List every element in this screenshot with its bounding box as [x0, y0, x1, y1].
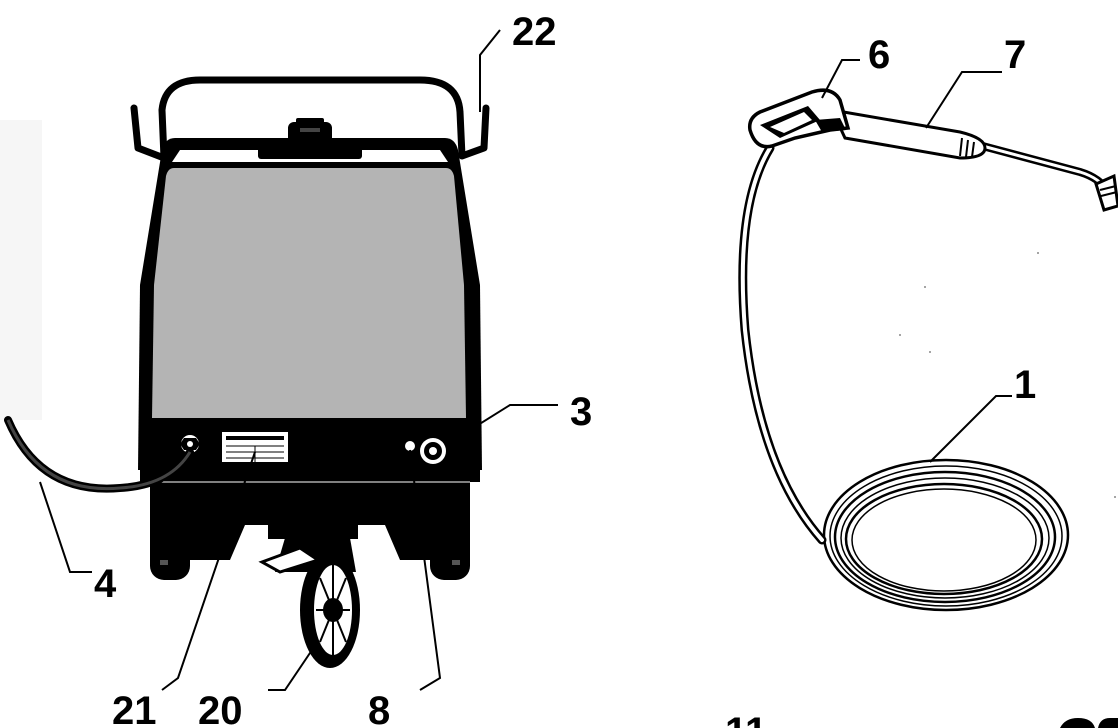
cut-off-callout-fragment: [1060, 718, 1118, 728]
svg-text:1: 1: [1014, 363, 1036, 407]
callout-7: 7: [925, 33, 1026, 129]
callout-21: 21: [112, 451, 256, 728]
callout-22: 22: [479, 10, 557, 112]
lance-nozzle: [1094, 173, 1118, 212]
svg-text:11: 11: [725, 710, 767, 728]
svg-text:8: 8: [368, 689, 390, 728]
print-speckles: [899, 252, 1116, 498]
callout-11: 11: [725, 710, 767, 728]
svg-text:7: 7: [1004, 33, 1026, 77]
trigger: [815, 118, 846, 132]
push-handle: [130, 76, 490, 162]
callout-1: 1: [929, 363, 1036, 463]
lance-grip: [829, 108, 987, 160]
spray-gun-assembly: [738, 88, 1118, 612]
svg-text:4: 4: [94, 562, 117, 606]
callout-4: 4: [39, 481, 117, 606]
callout-6: 6: [821, 33, 890, 99]
svg-text:21: 21: [112, 689, 157, 728]
svg-text:22: 22: [512, 10, 557, 54]
pressure-washer-unit: [4, 76, 490, 668]
callout-20: 20: [198, 649, 313, 728]
chassis-base: [152, 470, 470, 560]
water-inlet-connector: [180, 435, 200, 453]
front-panel: [152, 168, 466, 418]
svg-text:3: 3: [570, 390, 592, 434]
callout-8: 8: [368, 449, 442, 728]
callout-3: 3: [445, 390, 592, 446]
svg-text:6: 6: [868, 33, 890, 77]
left-page-strip: [0, 120, 42, 420]
hose-coil: [822, 458, 1070, 612]
high-pressure-outlet: [420, 438, 446, 464]
indicator-hole: [405, 441, 415, 451]
svg-text:20: 20: [198, 689, 243, 728]
castor-wheel: [258, 525, 360, 668]
tank-filler-cap: [258, 118, 362, 159]
type-plate: [222, 432, 288, 462]
